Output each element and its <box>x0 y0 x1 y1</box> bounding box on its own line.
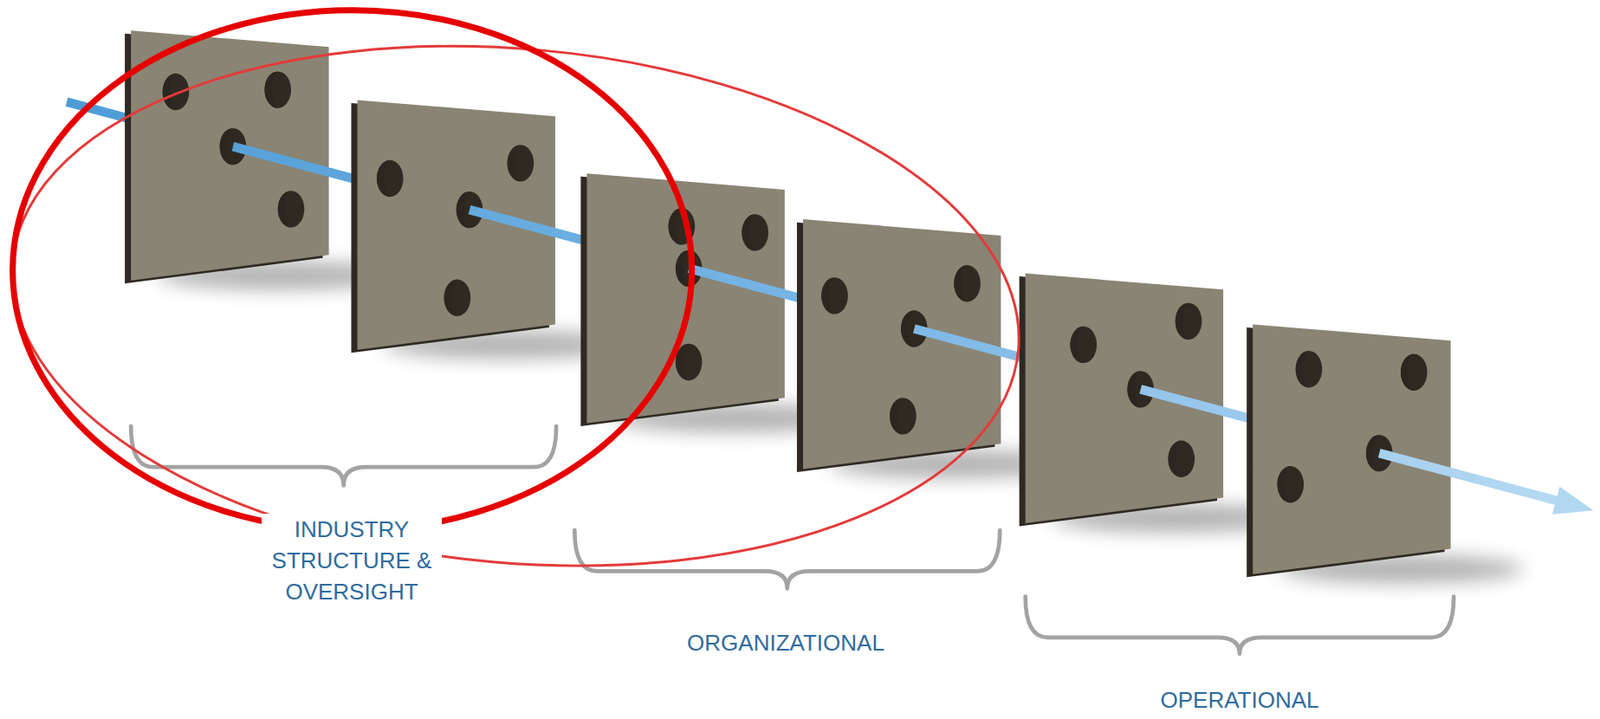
curly-bracket <box>1025 596 1454 655</box>
hole-rim <box>1069 326 1083 363</box>
highlight-ellipse <box>0 6 1041 607</box>
curly-bracket <box>574 530 1000 589</box>
curly-bracket <box>130 426 557 486</box>
hole-rim <box>821 277 835 314</box>
hole-rim <box>675 250 689 287</box>
hole-rim <box>1127 370 1141 408</box>
arrow-shaft <box>1379 453 1559 501</box>
hole-rim <box>376 160 390 197</box>
hole-rim <box>668 207 682 245</box>
hole-rim <box>953 265 967 302</box>
hole-rim <box>1175 303 1189 340</box>
plates-and-arrow <box>66 30 1594 583</box>
highlight-ellipse <box>12 10 693 531</box>
cheese-plate <box>1025 273 1224 524</box>
hole-rim <box>741 213 755 251</box>
hole-rim <box>1168 440 1182 478</box>
hole-rim <box>1276 466 1290 503</box>
hole-rim <box>456 191 470 228</box>
hole-rim <box>507 144 521 182</box>
group-label: ORGANIZATIONAL <box>643 627 928 659</box>
hole-rim <box>162 73 176 111</box>
hole-rim <box>1366 434 1380 472</box>
hole-rim <box>1400 354 1414 391</box>
red-ellipses <box>0 6 1041 607</box>
arrow-head <box>1552 486 1594 515</box>
hole-rim <box>278 190 292 227</box>
group-label: INDUSTRY STRUCTURE & OVERSIGHT <box>261 513 442 608</box>
hole-rim <box>1295 350 1309 388</box>
hole-rim <box>444 279 458 317</box>
group-label: OPERATIONAL <box>1097 684 1382 716</box>
cheese-plate <box>130 30 329 280</box>
hole-rim <box>264 71 278 108</box>
cheese-plate <box>1252 323 1451 574</box>
hole-rim <box>900 310 914 347</box>
hole-rim <box>220 128 234 165</box>
hole-rim <box>889 397 903 435</box>
